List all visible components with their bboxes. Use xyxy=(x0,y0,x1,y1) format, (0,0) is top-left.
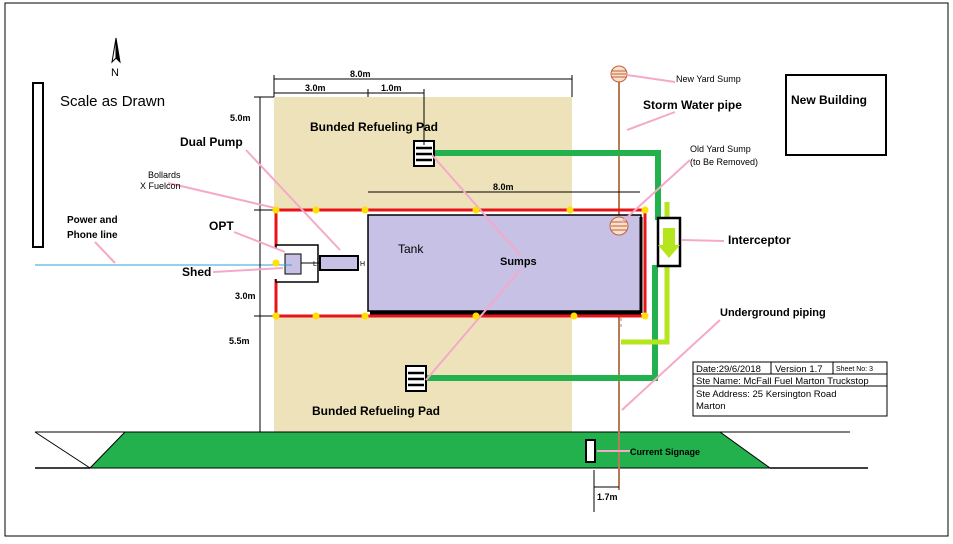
new-yard-sump-label: New Yard Sump xyxy=(676,74,741,84)
dimension-lines xyxy=(254,75,640,512)
opt-label: OPT xyxy=(209,219,234,233)
info-version: Version 1.7 xyxy=(775,364,823,375)
info-site-name: Ste Name: McFall Fuel Marton Truckstop xyxy=(696,376,869,387)
bollard xyxy=(570,312,578,320)
current-signage-label: Current Signage xyxy=(630,447,700,457)
dual-pump-unit xyxy=(319,255,359,271)
bollard xyxy=(272,312,280,320)
bollard xyxy=(272,259,280,267)
dim-v-55: 5.5m xyxy=(229,336,250,346)
dim-v-5: 5.0m xyxy=(230,113,251,123)
grass-strip xyxy=(88,431,772,469)
pipe-top xyxy=(434,150,661,220)
bollard xyxy=(312,312,320,320)
power-label-1: Power and xyxy=(67,215,118,226)
dim-mid-1: 1.0m xyxy=(381,83,402,93)
shed-label: Shed xyxy=(182,265,211,279)
dim-left-3: 3.0m xyxy=(305,83,326,93)
bollard xyxy=(272,206,280,214)
pump-l-label: L xyxy=(313,261,317,268)
bollard xyxy=(361,312,369,320)
pipe-bottom xyxy=(426,265,658,381)
power-label-2: Phone line xyxy=(67,230,118,241)
bollard xyxy=(472,206,480,214)
pad-bottom-label: Bunded Refueling Pad xyxy=(312,404,440,418)
tank-label: Tank xyxy=(398,242,424,256)
info-sheet: Sheet No: 3 xyxy=(836,366,873,373)
dim-v-3: 3.0m xyxy=(235,291,256,301)
old-sump-label-1: Old Yard Sump xyxy=(690,144,751,154)
bollard xyxy=(641,206,649,214)
pump-h-label: H xyxy=(360,261,365,268)
north-arrow-icon xyxy=(111,37,121,64)
info-site-address-2: Marton xyxy=(696,401,726,412)
bollards xyxy=(272,206,649,320)
bollard xyxy=(312,206,320,214)
interceptor-label: Interceptor xyxy=(728,233,791,247)
leader-lines xyxy=(94,74,725,452)
interceptor-arrow xyxy=(658,228,680,258)
info-site-address-1: Ste Address: 25 Kersington Road xyxy=(696,389,836,400)
old-sump-label-2: (to Be Removed) xyxy=(690,157,758,167)
new-building-box xyxy=(785,74,887,156)
bollards-label-1: Bollards xyxy=(148,170,181,180)
dim-road-17: 1.7m xyxy=(597,492,618,502)
storm-water-label: Storm Water pipe xyxy=(643,98,742,112)
scale-bar xyxy=(32,82,44,248)
dim-tank-width: 8.0m xyxy=(493,182,514,192)
north-label: N xyxy=(111,67,119,79)
dual-pump-label: Dual Pump xyxy=(180,135,243,149)
current-signage-post xyxy=(585,439,596,463)
tank-shape xyxy=(367,214,642,312)
info-box xyxy=(692,361,888,417)
bollard xyxy=(566,206,574,214)
new-building-label: New Building xyxy=(791,93,867,107)
slope-left xyxy=(34,431,91,469)
bollard xyxy=(361,206,369,214)
dim-top-width: 8.0m xyxy=(350,69,371,79)
page-border xyxy=(4,2,949,537)
pad-top-label: Bunded Refueling Pad xyxy=(310,120,438,134)
opt-unit xyxy=(284,253,302,275)
bollard xyxy=(472,312,480,320)
bollards-label-2: X Fuelcon xyxy=(140,181,181,191)
info-date: Date:29/6/2018 xyxy=(696,364,761,375)
underground-label: Underground piping xyxy=(720,307,826,319)
sump-grate-bottom xyxy=(405,365,427,392)
bollard xyxy=(641,312,649,320)
sumps-label: Sumps xyxy=(500,256,537,268)
scale-label: Scale as Drawn xyxy=(60,93,165,110)
